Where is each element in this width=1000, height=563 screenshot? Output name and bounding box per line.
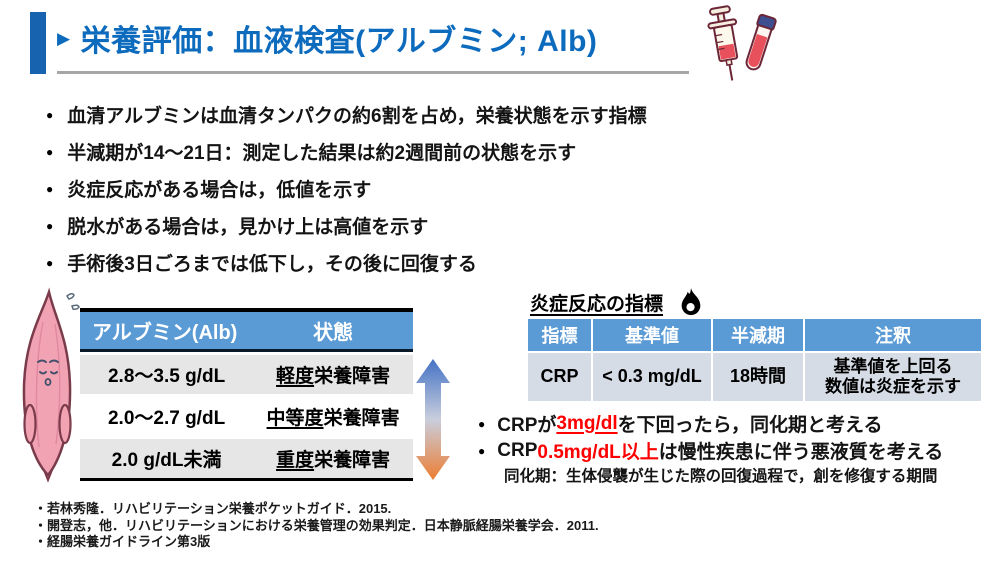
title-marker-icon: ▶ xyxy=(57,29,71,48)
status-emphasis: 中等度 xyxy=(266,408,324,429)
bullet-icon: ● xyxy=(46,107,54,122)
list-item-text: 半減期が14～21日：測定した結果は約2週間前の状態を示す xyxy=(67,143,577,164)
reference-line: ・開登志，他．リハビリテーションにおける栄養管理の効果判定．日本静脈経腸栄養学会… xyxy=(34,517,599,533)
inflammation-table: 指標 基準値 半減期 注釈 CRP < 0.3 mg/dL 18時間 基準値を上… xyxy=(528,319,981,401)
crp-bullet-post: は慢性疾患に伴う悪液質を考える xyxy=(658,442,944,463)
list-item: ● 血清アルブミンは血清タンパクの約6割を占め，栄養状態を示す指標 xyxy=(46,96,647,133)
reference-line: ・若林秀隆．リハビリテーション栄養ポケットガイド．2015. xyxy=(34,501,392,516)
albumin-range: 2.8～3.5 g/dL xyxy=(107,366,226,387)
list-item: ● 炎症反応がある場合は，低値を示す xyxy=(46,170,647,207)
status-emphasis: 重度 xyxy=(276,450,315,471)
crp-half-life: 18時間 xyxy=(713,353,803,401)
albumin-table-header-row: アルブミン(Alb) 状態 xyxy=(80,308,413,352)
table-row: 2.8～3.5 g/dL 軽度栄養障害 xyxy=(80,355,413,394)
references: ・若林秀隆．リハビリテーション栄養ポケットガイド．2015. ・開登志，他．リハ… xyxy=(34,501,599,551)
status-rest: 栄養障害 xyxy=(314,366,391,387)
crp-note: 基準値を上回る 数値は炎症を示す xyxy=(805,353,981,401)
inflammation-heading-text: 炎症反応の指標 xyxy=(530,293,664,315)
nutrition-status: 中等度栄養障害 xyxy=(253,403,413,430)
bullet-icon: ● xyxy=(46,144,54,159)
nutrition-status: 重度栄養障害 xyxy=(253,445,413,472)
list-item: ● 半減期が14～21日：測定した結果は約2週間前の状態を示す xyxy=(46,133,647,170)
status-emphasis: 軽度 xyxy=(276,366,315,387)
muscle-character-illustration xyxy=(22,287,80,483)
list-item-text: 血清アルブミンは血清タンパクの約6割を占め，栄養状態を示す指標 xyxy=(67,106,647,127)
list-item: ● 手術後3日ごろまでは低下し，その後に回復する xyxy=(46,244,647,281)
crp-bullet-post: を下回ったら，同化期と考える xyxy=(617,415,883,436)
crp-reference-value: < 0.3 mg/dL xyxy=(593,353,711,401)
inflammation-section-heading: 炎症反応の指標 xyxy=(530,286,705,318)
list-item-text: 炎症反応がある場合は，低値を示す xyxy=(67,180,372,201)
table-row: 2.0 g/dL未満 重度栄養障害 xyxy=(80,439,413,481)
status-rest: 栄養障害 xyxy=(314,450,391,471)
column-header: 状態 xyxy=(313,322,354,344)
crp-indicator: CRP xyxy=(528,353,591,401)
crp-threshold-highlight: 3mg/dl xyxy=(556,412,618,434)
syringe-blood-tube-icon xyxy=(707,5,777,81)
list-item: ● 脱水がある場合は，見かけ上は高値を示す xyxy=(46,207,647,244)
list-item-text: 脱水がある場合は，見かけ上は高値を示す xyxy=(67,217,429,238)
table-row: 2.0～2.7 g/dL 中等度栄養障害 xyxy=(80,397,413,436)
reference-line: ・経腸栄養ガイドライン第3版 xyxy=(34,534,211,549)
nutrition-status: 軽度栄養障害 xyxy=(253,361,413,388)
anabolic-phase-note: 同化期：生体侵襲が生じた際の回復過程で，創を修復する期間 xyxy=(504,468,938,485)
crp-note-line2: 数値は炎症を示す xyxy=(825,377,961,396)
status-rest: 栄養障害 xyxy=(323,408,400,429)
bullet-icon: ● xyxy=(46,218,54,233)
column-header: 基準値 xyxy=(593,319,711,351)
bullet-icon: ● xyxy=(478,443,486,458)
albumin-table: アルブミン(Alb) 状態 2.8～3.5 g/dL 軽度栄養障害 2.0～2.… xyxy=(80,308,413,481)
severity-gradient-arrow-icon xyxy=(416,359,450,480)
column-header: 半減期 xyxy=(713,319,803,351)
albumin-range: 2.0 g/dL未満 xyxy=(111,450,222,471)
list-item-text: 手術後3日ごろまでは低下し，その後に回復する xyxy=(67,254,477,275)
column-header: 指標 xyxy=(528,319,591,351)
page-title-text: 栄養評価：血液検査(アルブミン; Alb) xyxy=(80,25,598,58)
crp-threshold-highlight: 0.5mg/dL以上 xyxy=(537,442,659,463)
albumin-range: 2.0～2.7 g/dL xyxy=(107,408,226,429)
column-header: アルブミン(Alb) xyxy=(92,322,238,344)
column-header: 注釈 xyxy=(805,319,981,351)
title-underline xyxy=(57,71,689,74)
crp-bullet-pre: CRPが xyxy=(497,415,557,436)
bullet-icon: ● xyxy=(46,181,54,196)
title-accent-bar xyxy=(30,12,46,74)
page-title: ▶ 栄養評価：血液検査(アルブミン; Alb) xyxy=(57,16,597,60)
crp-bullet-pre: CRP xyxy=(497,439,538,461)
flame-icon xyxy=(681,288,701,316)
key-points-list: ● 血清アルブミンは血清タンパクの約6割を占め，栄養状態を示す指標 ● 半減期が14… xyxy=(46,96,647,281)
crp-note-line1: 基準値を上回る xyxy=(833,356,953,376)
bullet-icon: ● xyxy=(46,255,54,270)
bullet-icon: ● xyxy=(478,416,486,431)
